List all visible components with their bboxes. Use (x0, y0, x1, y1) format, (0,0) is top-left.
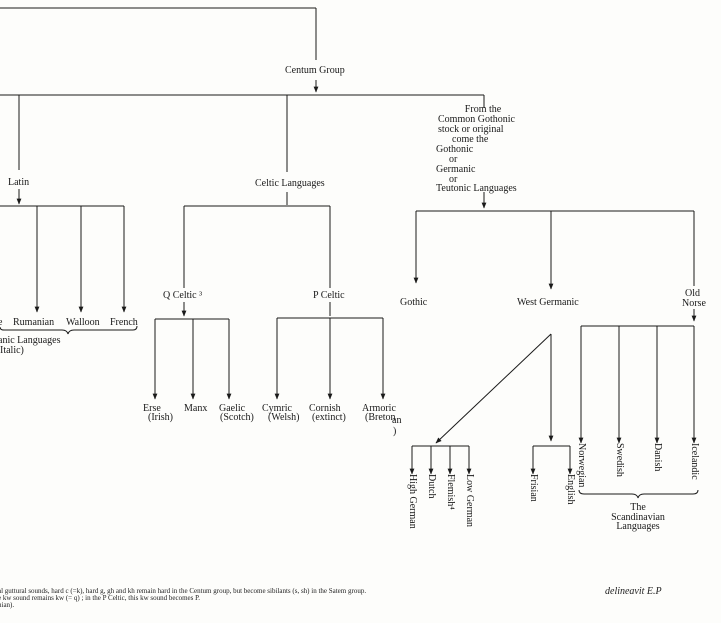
gothonic-from-label: From the (464, 104, 502, 115)
high-german-label: High German (407, 474, 418, 529)
romanic-brace (0, 325, 138, 335)
icelandic-label: Icelandic (689, 443, 700, 480)
west-germanic-label: West Germanic (517, 297, 579, 308)
norwegian-label: Norwegian (576, 443, 587, 488)
danish-label: Danish (652, 443, 663, 472)
frisian-label: Frisian (528, 474, 539, 502)
wg-to-german (435, 333, 552, 444)
english-label: English (565, 474, 576, 505)
partial-paren-label: ) (393, 426, 397, 437)
romanic-languages-label: anic Languages (0, 335, 61, 346)
gothic-label: Gothic (400, 297, 428, 308)
armoric-label: Armoric (362, 403, 396, 414)
scotch-label: (Scotch) (220, 412, 254, 423)
delineavit-signature: delineavit E.P (605, 586, 662, 597)
scandinavian-the-label: The (630, 502, 646, 513)
or-label-1: or (449, 154, 458, 165)
celtic-languages-label: Celtic Languages (255, 178, 325, 189)
welsh-label: (Welsh) (268, 412, 300, 423)
swedish-label: Swedish (614, 443, 625, 477)
gaelic-label: Gaelic (219, 403, 246, 414)
manx-label: Manx (184, 403, 208, 414)
dutch-label: Dutch (426, 474, 437, 499)
rumanian-label: Rumanian (13, 317, 55, 328)
centum-group-label: Centum Group (285, 65, 345, 76)
footnote-line-2: e kw sound remains kw (= q) ; in the P C… (0, 594, 201, 602)
scandinavian-label: Scandinavian (611, 512, 665, 523)
teutonic-label: Teutonic Languages (436, 183, 517, 194)
q-celtic-label: Q Celtic ³ (163, 290, 203, 301)
irish-label: (Irish) (148, 412, 173, 423)
gothonic-common-label: Common Gothonic (438, 114, 515, 125)
latin-label: Latin (8, 177, 30, 188)
breton-label: (Breton (365, 412, 396, 423)
scandinavian-brace (578, 489, 699, 499)
french-label: French (110, 317, 138, 328)
flemish-label: Flemish⁴ (445, 474, 456, 510)
gothonic-word-label: Gothonic (436, 144, 474, 155)
erse-label: Erse (143, 403, 161, 414)
footnote-line-3: nian). (0, 601, 15, 609)
cymric-label: Cymric (262, 403, 292, 414)
low-german-label: Low German (464, 474, 475, 528)
germanic-word-label: Germanic (436, 164, 476, 175)
footnote-line-1: al guttural sounds, hard c (=k), hard g,… (0, 587, 367, 595)
partial-label-e: e (0, 317, 3, 328)
scandinavian-languages-label: Languages (616, 521, 660, 532)
romanic-italic-label: Italic) (0, 345, 24, 356)
walloon-label: Walloon (66, 317, 100, 328)
partial-label-an: an (392, 415, 402, 426)
cornish-label: Cornish (309, 403, 341, 414)
p-celtic-label: P Celtic (313, 290, 345, 301)
gothonic-stock-label: stock or original (438, 124, 504, 135)
old-label: Old (685, 288, 700, 299)
gothonic-come-label: come the (452, 134, 489, 145)
norse-label: Norse (682, 298, 706, 309)
or-label-2: or (449, 174, 458, 185)
extinct-label: (extinct) (312, 412, 346, 423)
